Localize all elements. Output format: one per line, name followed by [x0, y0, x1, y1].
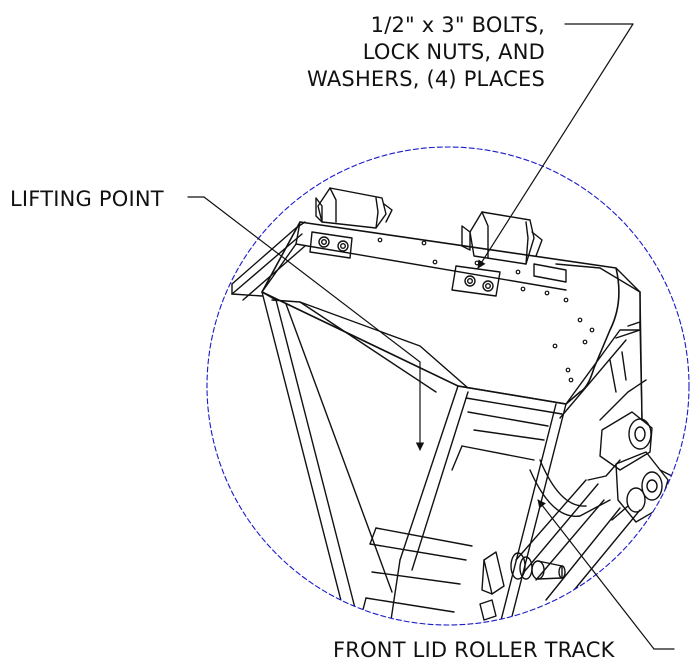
bolt-slot-right — [451, 265, 501, 297]
leader-bolts — [477, 23, 634, 269]
track-bolt — [479, 551, 566, 621]
leader-roller-track — [537, 499, 675, 650]
machine-geometry — [231, 187, 673, 625]
detail-boundary-circle — [206, 146, 690, 626]
callout-bolts-line-3: WASHERS, (4) PLACES — [307, 67, 545, 91]
plate-holes — [377, 237, 595, 383]
roller-arm — [599, 411, 673, 523]
ladder-frame — [349, 385, 567, 625]
callout-bolts-line-1: 1/2" x 3" BOLTS, — [370, 13, 545, 37]
clamp-block-left — [315, 187, 393, 229]
roller-track-assembly — [515, 321, 647, 613]
callout-front-lid-roller-track: FRONT LID ROLLER TRACK — [333, 638, 615, 661]
left-frame — [261, 291, 469, 625]
callout-bolts-line-2: LOCK NUTS, AND — [362, 40, 545, 64]
clamp-block-right — [461, 211, 567, 283]
bolt-slot-left — [309, 231, 353, 259]
callout-bolts: 1/2" x 3" BOLTS, LOCK NUTS, AND WASHERS,… — [307, 12, 545, 93]
top-plate — [261, 221, 643, 421]
callout-lifting-point: LIFTING POINT — [10, 187, 164, 211]
leader-lifting-point — [187, 196, 425, 451]
